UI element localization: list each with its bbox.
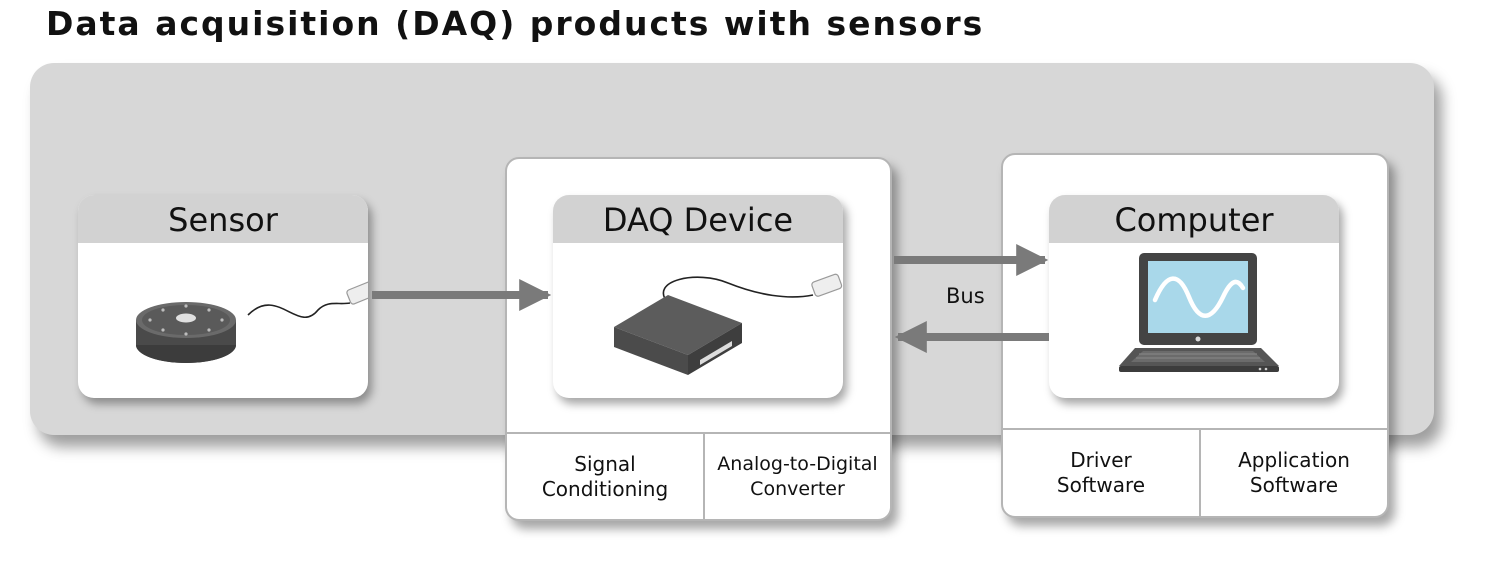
computer-card: Computer	[1049, 195, 1339, 398]
computer-sub-divider	[1199, 430, 1201, 516]
diagram-title: Data acquisition (DAQ) products with sen…	[46, 4, 985, 43]
sensor-device-icon	[136, 280, 368, 363]
laptop-icon	[1119, 253, 1279, 372]
daq-device-icon	[614, 273, 843, 375]
sensor-card: Sensor	[78, 195, 368, 398]
computer-header: Computer	[1049, 195, 1339, 243]
bus-label: Bus	[946, 284, 985, 308]
sensor-header: Sensor	[78, 195, 368, 243]
computer-divider	[1003, 428, 1387, 430]
daq-sub-divider	[703, 434, 705, 519]
daq-device-card: DAQ Device	[553, 195, 843, 398]
sine-wave-icon	[1152, 276, 1246, 318]
daq-divider	[507, 432, 890, 434]
daq-device-header: DAQ Device	[553, 195, 843, 243]
